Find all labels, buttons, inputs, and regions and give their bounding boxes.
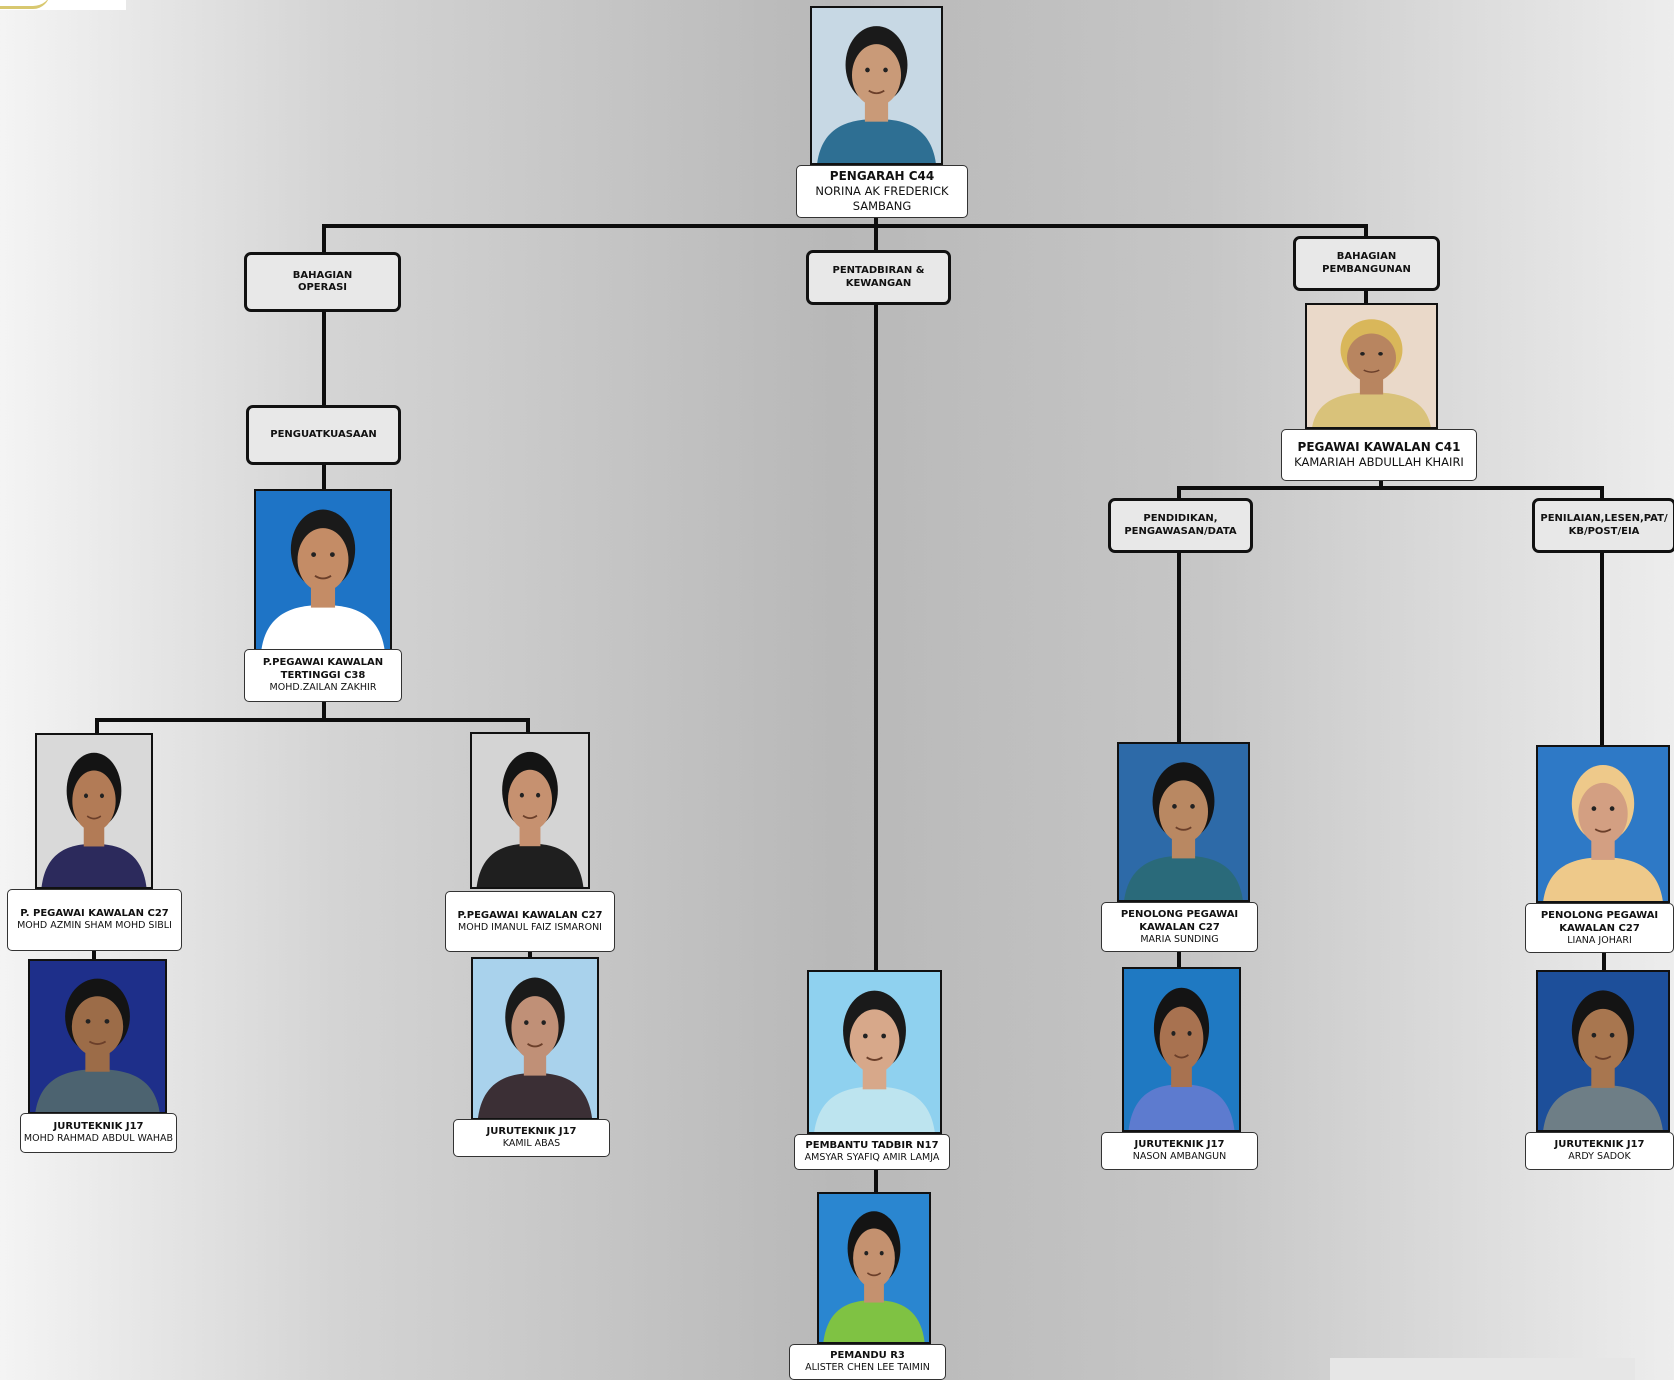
label-zailan: P.PEGAWAI KAWALAN TERTINGGI C38 MOHD.ZAI… xyxy=(244,649,402,702)
portrait-pengarah xyxy=(810,6,943,165)
logo-fragment xyxy=(0,0,126,10)
role-title: P. PEGAWAI KAWALAN C27 xyxy=(20,908,169,920)
section-pentadbiran-kewangan: PENTADBIRAN & KEWANGAN xyxy=(806,250,951,305)
portrait-zailan xyxy=(254,489,392,652)
person-name: AMSYAR SYAFIQ AMIR LAMJA xyxy=(804,1152,940,1164)
person-name: MOHD IMANUL FAIZ ISMARONI xyxy=(458,921,602,933)
person-name: KAMARIAH ABDULLAH KHAIRI xyxy=(1294,455,1464,470)
label-pengarah: PENGARAH C44 NORINA AK FREDERICK SAMBANG xyxy=(796,165,968,218)
person-name: NASON AMBANGUN xyxy=(1132,1151,1227,1163)
role-title: PENOLONG PEGAWAI KAWALAN C27 xyxy=(1540,909,1659,934)
label-maria: PENOLONG PEGAWAI KAWALAN C27 MARIA SUNDI… xyxy=(1101,902,1258,952)
person-name: KAMIL ABAS xyxy=(502,1138,561,1150)
portrait-kamil xyxy=(471,957,599,1120)
portrait-rahmad xyxy=(28,959,167,1114)
role-title: PENGARAH C44 xyxy=(829,168,935,183)
section-bahagian-pembangunan: BAHAGIAN PEMBANGUNAN xyxy=(1293,236,1440,291)
portrait-azmin xyxy=(35,733,153,889)
label-kamil: JURUTEKNIK J17 KAMIL ABAS xyxy=(453,1119,610,1157)
portrait-kamariah xyxy=(1305,303,1438,429)
person-name: NORINA AK FREDERICK SAMBANG xyxy=(815,184,949,214)
section-penguatkuasaan: PENGUATKUASAAN xyxy=(246,405,401,465)
role-title: PEGAWAI KAWALAN C41 xyxy=(1297,439,1461,454)
person-name: ALISTER CHEN LEE TAIMIN xyxy=(805,1362,930,1374)
footer-strip xyxy=(1330,1358,1635,1380)
role-title: P.PEGAWAI KAWALAN C27 xyxy=(457,909,603,921)
role-title: PENOLONG PEGAWAI KAWALAN C27 xyxy=(1120,908,1239,933)
portrait-liana xyxy=(1536,745,1670,903)
portrait-maria xyxy=(1117,742,1250,902)
role-title: PEMBANTU TADBIR N17 xyxy=(805,1140,939,1152)
label-rahmad: JURUTEKNIK J17 MOHD RAHMAD ABDUL WAHAB xyxy=(20,1113,177,1153)
role-title: JURUTEKNIK J17 xyxy=(53,1121,144,1133)
role-title: JURUTEKNIK J17 xyxy=(1554,1139,1645,1151)
section-pendidikan-pengawasan-data: PENDIDIKAN, PENGAWASAN/DATA xyxy=(1108,498,1253,553)
section-penilaian-lesen: PENILAIAN,LESEN,PAT/ KB/POST/EIA xyxy=(1532,498,1674,553)
person-name: MOHD RAHMAD ABDUL WAHAB xyxy=(23,1133,174,1145)
label-imanul: P.PEGAWAI KAWALAN C27 MOHD IMANUL FAIZ I… xyxy=(445,891,615,952)
label-alister: PEMANDU R3 ALISTER CHEN LEE TAIMIN xyxy=(789,1344,946,1380)
portrait-amsyar xyxy=(807,970,942,1134)
label-ardy: JURUTEKNIK J17 ARDY SADOK xyxy=(1525,1132,1674,1170)
label-amsyar: PEMBANTU TADBIR N17 AMSYAR SYAFIQ AMIR L… xyxy=(794,1134,950,1170)
person-name: LIANA JOHARI xyxy=(1567,934,1632,946)
portrait-alister xyxy=(817,1192,931,1344)
portrait-nason xyxy=(1122,967,1241,1132)
person-name: MARIA SUNDING xyxy=(1140,933,1219,945)
portrait-ardy xyxy=(1536,970,1670,1132)
label-azmin: P. PEGAWAI KAWALAN C27 MOHD AZMIN SHAM M… xyxy=(7,889,182,951)
person-name: MOHD.ZAILAN ZAKHIR xyxy=(269,682,377,694)
role-title: P.PEGAWAI KAWALAN TERTINGGI C38 xyxy=(262,657,384,682)
person-name: MOHD AZMIN SHAM MOHD SIBLI xyxy=(17,920,172,932)
label-liana: PENOLONG PEGAWAI KAWALAN C27 LIANA JOHAR… xyxy=(1525,903,1674,953)
role-title: PEMANDU R3 xyxy=(830,1350,905,1362)
section-bahagian-operasi: BAHAGIAN OPERASI xyxy=(244,252,401,312)
person-name: ARDY SADOK xyxy=(1568,1151,1631,1163)
label-nason: JURUTEKNIK J17 NASON AMBANGUN xyxy=(1101,1132,1258,1170)
label-kamariah: PEGAWAI KAWALAN C41 KAMARIAH ABDULLAH KH… xyxy=(1281,429,1477,481)
role-title: JURUTEKNIK J17 xyxy=(1134,1139,1225,1151)
portrait-imanul xyxy=(470,732,590,889)
role-title: JURUTEKNIK J17 xyxy=(486,1126,577,1138)
